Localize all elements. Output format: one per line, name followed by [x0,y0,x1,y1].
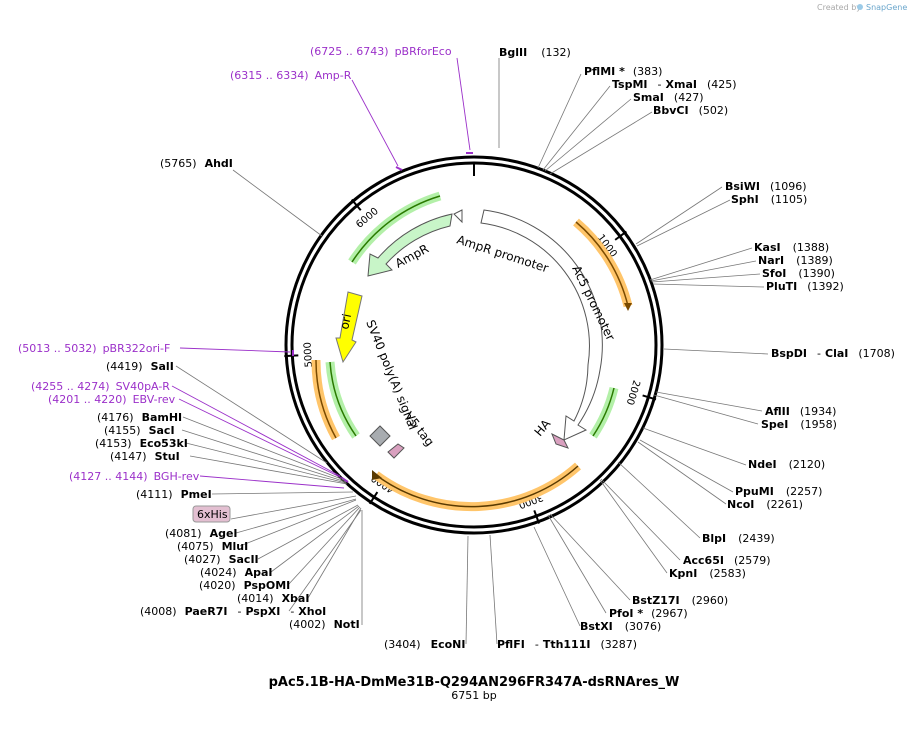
primer-bgh-rev: (4127 .. 4144)BGH-rev [69,470,200,483]
ring-tick-label: 2000 [624,379,642,407]
site-bamhi: (4176)BamHI [97,411,182,424]
backbone [284,155,664,535]
site-pflfi-tth111i: PflFI-Tth111I(3287) [497,638,637,651]
ring-tick-mark [368,491,379,505]
orange-feature-line-bottom [375,465,579,508]
ha-shape [551,432,569,449]
backbone-outer-ring [284,155,664,535]
site-bglii: BglII(132) [499,46,571,59]
plasmid-name: pAc5.1B-HA-DmMe31B-Q294AN296FR347A-dsRNA… [269,675,680,690]
site-xbai: (4014)XbaI [237,592,309,605]
ring-tick-mark [350,198,362,211]
site-acc65i: Acc65I(2579) [683,554,771,567]
site-mlui: (4075)MluI [177,540,248,553]
snapgene-logo-icon [857,4,863,10]
site-sphi: SphI(1105) [731,193,807,206]
green-feature-line-top [351,195,441,263]
site-agei: (4081)AgeI [165,527,238,540]
site-pspomi: (4020)PspOMI [199,579,290,592]
ring-tick-mark [642,394,657,401]
his-tag-badge [192,505,231,523]
primer-mark-sv40 [341,477,349,483]
primer-pbr322ori-f: (5013 .. 5032)pBR322ori-F [18,342,170,355]
ampr-arrow [367,213,453,277]
his-tag-label: 6xHis [197,508,228,521]
restriction-sites: BglII(132) PflMI *(383) TspMI-XmaI(425) … [95,46,895,651]
site-paer7i-pspxi-xhoi: (4008)PaeR7I-PspXI-XhoI [140,605,326,618]
site-eco53ki: (4153)Eco53kI [95,437,188,450]
site-sali: (4419)SalI [106,360,174,373]
site-smai: SmaI(427) [633,91,704,104]
green-feature-arc-right [589,386,619,439]
primer-pbrforeco: (6725 .. 6743)pBRforEco [310,45,452,58]
primer-mark-ampr [395,166,403,171]
site-pfoi: PfoI *(2967) [609,607,688,620]
site-apai: (4024)ApaI [200,566,272,579]
site-noti: (4002)NotI [289,618,360,631]
plasmid-length: 6751 bp [451,689,496,702]
orange-arrowhead-1 [624,303,632,311]
site-nari: NarI(1389) [758,254,833,267]
site-kasi: KasI(1388) [754,241,829,254]
green-feature-line-left [329,361,357,437]
orange-feature-arc-bottom [373,462,581,512]
primer-leader-lines [171,57,471,489]
primer-amp-r: (6315 .. 6334)Amp-R [230,69,352,82]
site-tspmi-xmai: TspMI-XmaI(425) [612,78,737,91]
site-ndei: NdeI(2120) [748,458,825,471]
orange-arrowhead-bottom [372,470,382,480]
site-econi: (3404)EcoNI [384,638,465,651]
site-blpi: BlpI(2439) [702,532,775,545]
site-ahdi: (5765)AhdI [160,157,233,170]
primer-sv40pa-r: (4255 .. 4274)SV40pA-R [31,380,170,393]
site-kpni: KpnI(2583) [669,567,746,580]
orange-feature-arrow-1 [575,221,629,307]
primer-labels: (6725 .. 6743)pBRforEco (6315 .. 6334)Am… [18,45,452,483]
site-ncoi: NcoI(2261) [727,498,803,511]
site-sacii: (4027)SacII [184,553,259,566]
site-pflmi: PflMI *(383) [584,65,662,78]
site-aflii: AflII(1934) [765,405,836,418]
ori-arrow [335,291,363,364]
ring-tick-mark [533,510,540,524]
backbone-inner-ring [290,161,658,529]
ampr-promoter-arrow [453,209,463,224]
v5-tag-shape [387,443,405,459]
site-bstz17i: BstZ17I(2960) [632,594,728,607]
site-saci: (4155)SacI [104,424,175,437]
site-bstxi: BstXI(3076) [580,620,661,633]
ring-tick-mark [284,354,299,358]
green-feature-arrow-right [592,387,615,437]
site-bspdi-clai: BspDI-ClaI(1708) [771,347,895,360]
site-sfoi: SfoI(1390) [762,267,835,280]
site-ppumi: PpuMI(2257) [735,485,822,498]
site-pmei: (4111)PmeI [136,488,212,501]
features [292,152,633,512]
orange-feature-line-left [315,359,337,439]
primer-ebv-rev: (4201 .. 4220)EBV-rev [48,393,176,406]
site-spei: SpeI(1958) [761,418,837,431]
feature-label-ori: ori [337,312,354,330]
ring-tick-mark [614,230,627,241]
site-stui: (4147)StuI [110,450,180,463]
site-bsiwi: BsiWI(1096) [725,180,807,193]
sv40-polya-shape [369,425,391,447]
site-pluti: PluTI(1392) [766,280,844,293]
watermark-brand: SnapGene [866,3,907,12]
watermark-prefix: Created by [817,3,861,12]
leader-lines [175,58,769,645]
feature-label-ha: HA [532,416,554,439]
site-bbvci: BbvCI(502) [653,104,728,117]
